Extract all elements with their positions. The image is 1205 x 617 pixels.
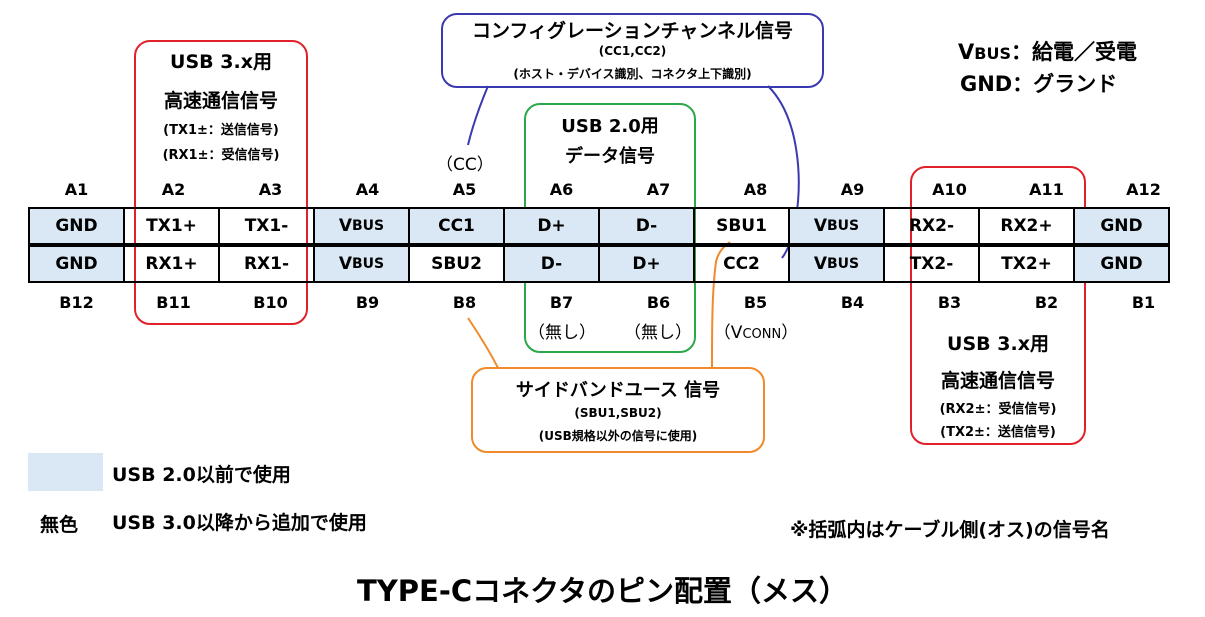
gnd-legend: GND：グランド [960, 72, 1118, 96]
pin-a-cell-10: RX2- [883, 207, 980, 245]
config-line3: (ホスト・デバイス識別、コネクタ上下識別) [513, 67, 752, 81]
top-label-a1: A1 [64, 180, 89, 199]
top-label-a9: A9 [840, 180, 865, 199]
top-label-a3: A3 [258, 180, 283, 199]
vconn-paren-label: （VCONN） [706, 318, 806, 343]
usb3-left-box [134, 40, 308, 325]
usb3-left-line4: (RX1±：受信信号) [162, 148, 280, 163]
bottom-label-b2: B2 [1034, 293, 1059, 312]
bottom-label-b4: B4 [840, 293, 865, 312]
vconn-small: CONN [742, 327, 782, 342]
usb3-left-line1: USB 3.x用 [170, 51, 272, 73]
usb3-left-line2: 高速通信信号 [163, 90, 278, 112]
config-line1: コンフィグレーションチャンネル信号 [471, 20, 794, 42]
pin-a-cell-11: RX2+ [978, 207, 1075, 245]
usb3-right-box [910, 166, 1086, 445]
sideband-line1: サイドバンドユース 信号 [515, 380, 721, 401]
pin-a-cell-5: CC1 [408, 207, 505, 245]
pin-b-cell-3: RX1- [218, 245, 315, 283]
vbus-legend: VBUS：給電／受電 [958, 36, 1137, 66]
top-label-a10: A10 [932, 180, 967, 199]
top-label-a4: A4 [355, 180, 380, 199]
b7-paren-label: （無し） [528, 323, 596, 343]
bottom-label-b10: B10 [253, 293, 288, 312]
bottom-label-b5: B5 [743, 293, 768, 312]
vconn-close: ） [781, 323, 799, 343]
config-channel-box [441, 13, 824, 88]
top-label-a8: A8 [743, 180, 768, 199]
usb3-right-line1: USB 3.x用 [947, 333, 1049, 355]
pin-b-cell-10: TX2- [883, 245, 980, 283]
pin-a-cell-8: SBU1 [693, 207, 790, 245]
pin-b-cell-8: CC2 [693, 245, 790, 283]
bottom-label-b12: B12 [59, 293, 94, 312]
bottom-label-b9: B9 [355, 293, 380, 312]
bottom-label-b11: B11 [156, 293, 191, 312]
vbus-legend-bus: BUS [974, 44, 1011, 63]
sideband-line3: (USB規格以外の信号に使用) [538, 429, 698, 443]
pin-b-cell-11: TX2+ [978, 245, 1075, 283]
usb3-right-line3: (RX2±：受信信号) [939, 402, 1057, 417]
sideband-to-sbu2-line [467, 317, 499, 369]
vbus-legend-v: V [958, 40, 975, 64]
plain-legend-text: USB 3.0以降から追加で使用 [112, 512, 367, 534]
top-label-a12: A12 [1126, 180, 1161, 199]
pin-a-cell-3: TX1- [218, 207, 315, 245]
bottom-label-b3: B3 [937, 293, 962, 312]
config-line2: (CC1,CC2) [598, 44, 667, 58]
b6-paren-label: （無し） [624, 323, 692, 343]
vconn-open: （V [713, 323, 743, 343]
bottom-label-b8: B8 [452, 293, 477, 312]
bottom-label-b6: B6 [646, 293, 671, 312]
bottom-label-b1: B1 [1131, 293, 1156, 312]
usb2-line2: データ信号 [565, 146, 655, 167]
blue-swatch [28, 453, 103, 491]
cc-paren-label: （CC） [436, 155, 494, 175]
swatch-legend-text: USB 2.0以前で使用 [112, 464, 291, 486]
sideband-box [471, 367, 765, 453]
pin-b-cell-6: D- [503, 245, 600, 283]
usb2-line1: USB 2.0用 [561, 116, 659, 137]
pin-a-cell-1: GND [28, 207, 125, 245]
pin-a-cell-12: GND [1073, 207, 1170, 245]
pin-a-cell-6: D+ [503, 207, 600, 245]
top-label-a5: A5 [452, 180, 477, 199]
pin-b-cell-1: GND [28, 245, 125, 283]
pin-a-cell-7: D- [598, 207, 695, 245]
sideband-line2: (SBU1,SBU2) [574, 406, 662, 420]
pin-b-cell-7: D+ [598, 245, 695, 283]
page-title: TYPE-Cコネクタのピン配置（メス） [356, 574, 848, 608]
pin-b-cell-2: RX1+ [123, 245, 220, 283]
cable-side-note: ※括弧内はケーブル側(オス)の信号名 [790, 519, 1110, 541]
top-label-a7: A7 [646, 180, 671, 199]
pin-b-cell-5: SBU2 [408, 245, 505, 283]
bottom-label-b7: B7 [549, 293, 574, 312]
config-to-cc1-line [467, 85, 489, 146]
usb3-right-line2: 高速通信信号 [940, 370, 1055, 392]
pin-b-cell-12: GND [1073, 245, 1170, 283]
top-label-a6: A6 [549, 180, 574, 199]
usb3-left-line3: (TX1±：送信信号) [163, 123, 279, 138]
vbus-legend-desc: ：給電／受電 [1010, 40, 1137, 64]
plain-legend-label: 無色 [40, 514, 79, 536]
top-label-a11: A11 [1029, 180, 1064, 199]
pin-a-cell-2: TX1+ [123, 207, 220, 245]
top-label-a2: A2 [161, 180, 186, 199]
usb3-right-line4: (TX2±：送信信号) [940, 425, 1056, 440]
